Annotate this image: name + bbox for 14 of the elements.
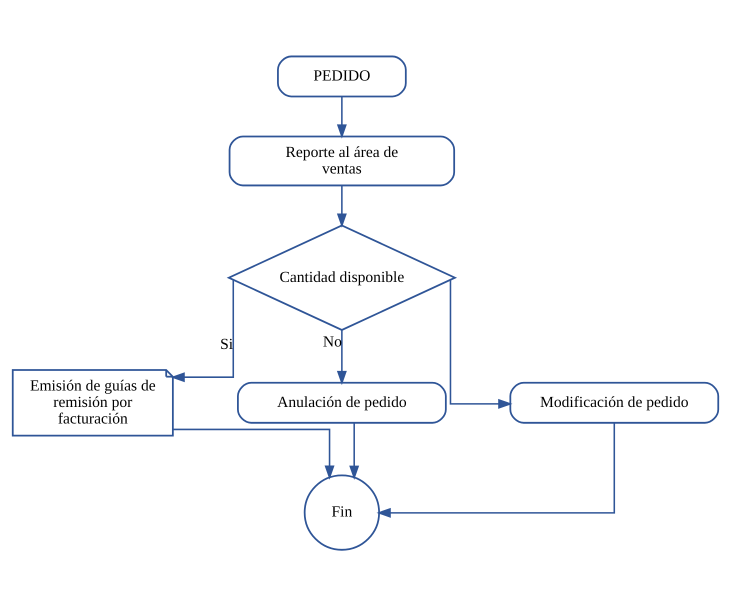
arrow [170, 280, 234, 382]
arrow [376, 423, 616, 518]
arrow [336, 330, 347, 386]
arrow [349, 422, 360, 480]
node-circle: Fin [304, 474, 380, 551]
arrow [336, 185, 347, 228]
arrow [172, 428, 335, 480]
arrow [336, 96, 347, 139]
node-box: PEDIDO [277, 56, 407, 98]
node-box: Anulación de pedido [237, 382, 447, 424]
node-diamond: Cantidad disponible [226, 224, 458, 331]
arrow [450, 280, 512, 409]
node-box: Reporte al área de ventas [228, 136, 456, 186]
node-box: Modificación de pedido [509, 382, 720, 424]
